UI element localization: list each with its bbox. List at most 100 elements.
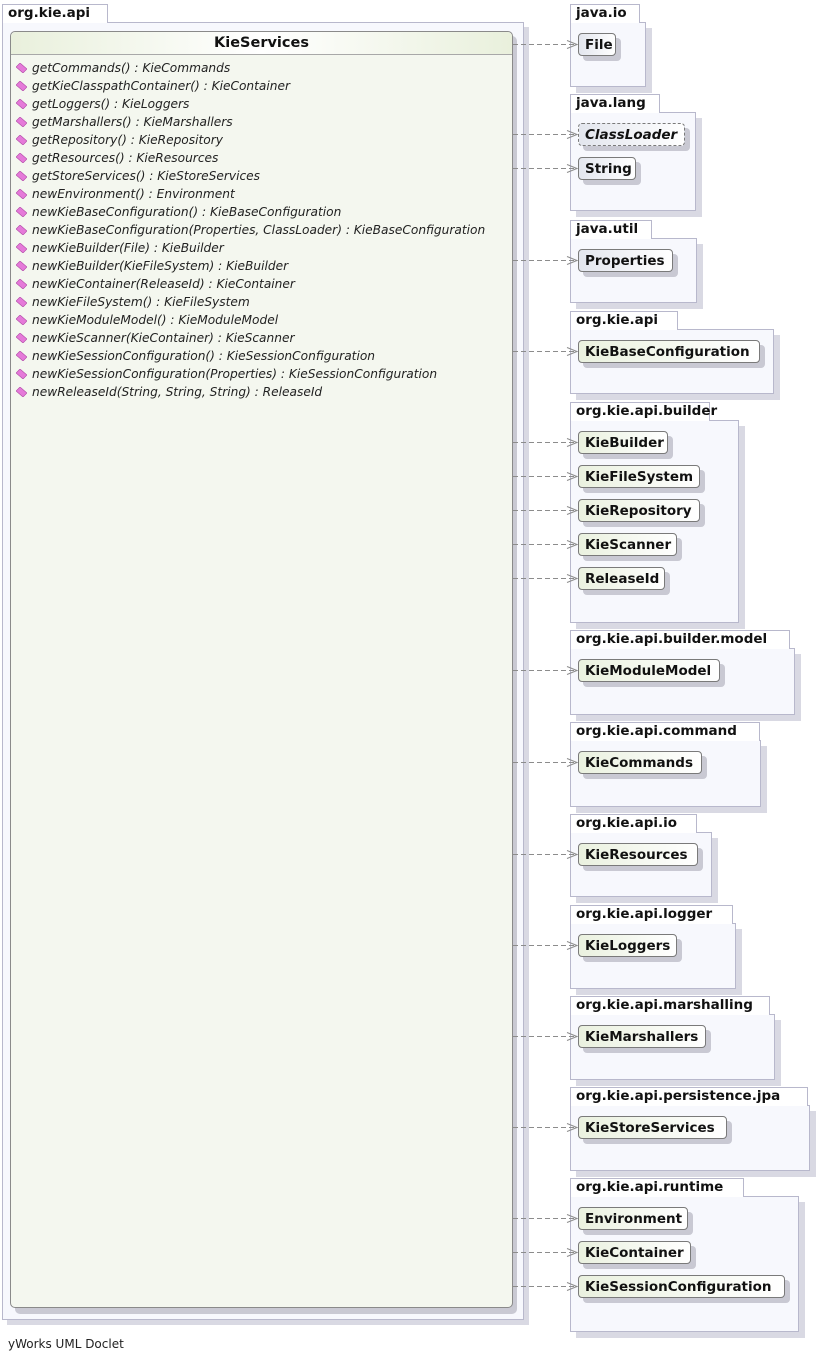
footer-text: yWorks UML Doclet	[8, 1337, 124, 1351]
method-item: newKieFileSystem() : KieFileSystem	[11, 293, 512, 311]
method-signature: getStoreServices() : KieStoreServices	[32, 169, 260, 183]
class-environment[interactable]: Environment	[578, 1207, 688, 1230]
package-name: java.io	[570, 4, 640, 23]
arrowhead-icon	[566, 1123, 579, 1132]
method-signature: newKieSessionConfiguration(Properties) :…	[32, 367, 438, 381]
method-item: getCommands() : KieCommands	[11, 59, 512, 77]
class-kiescanner[interactable]: KieScanner	[578, 533, 677, 556]
method-icon	[16, 153, 27, 163]
package-name: org.kie.api.builder.model	[570, 630, 790, 649]
method-icon	[16, 243, 27, 253]
method-icon	[16, 369, 27, 379]
method-signature: getRepository() : KieRepository	[32, 133, 223, 147]
class-kiefilesystem[interactable]: KieFileSystem	[578, 465, 700, 488]
method-signature: newKieBaseConfiguration(Properties, Clas…	[32, 223, 486, 237]
method-signature: newKieBuilder(KieFileSystem) : KieBuilde…	[32, 259, 289, 273]
method-icon	[16, 279, 27, 289]
class-kiemodulemodel[interactable]: KieModuleModel	[578, 659, 720, 682]
method-signature: newEnvironment() : Environment	[32, 187, 235, 201]
method-icon	[16, 297, 27, 307]
method-item: newKieBuilder(KieFileSystem) : KieBuilde…	[11, 257, 512, 275]
method-item: newEnvironment() : Environment	[11, 185, 512, 203]
arrowhead-icon	[566, 941, 579, 950]
arrowhead-icon	[566, 1248, 579, 1257]
method-icon	[16, 261, 27, 271]
package-name: org.kie.api.io	[570, 814, 697, 833]
arrowhead-icon	[566, 347, 579, 356]
class-kiebaseconfiguration[interactable]: KieBaseConfiguration	[578, 340, 760, 363]
method-signature: getMarshallers() : KieMarshallers	[32, 115, 233, 129]
arrowhead-icon	[566, 40, 579, 49]
arrowhead-icon	[566, 256, 579, 265]
arrowhead-icon	[566, 506, 579, 515]
method-item: getLoggers() : KieLoggers	[11, 95, 512, 113]
arrowhead-icon	[566, 666, 579, 675]
method-icon	[16, 387, 27, 397]
package-name: org.kie.api	[570, 311, 678, 330]
class-kiecommands[interactable]: KieCommands	[578, 751, 702, 774]
method-signature: newKieFileSystem() : KieFileSystem	[32, 295, 250, 309]
class-classloader[interactable]: ClassLoader	[578, 123, 685, 146]
class-kieloggers[interactable]: KieLoggers	[578, 934, 677, 957]
method-item: newKieScanner(KieContainer) : KieScanner	[11, 329, 512, 347]
class-kieresources[interactable]: KieResources	[578, 843, 698, 866]
class-kiesessionconfiguration[interactable]: KieSessionConfiguration	[578, 1275, 785, 1298]
method-item: getRepository() : KieRepository	[11, 131, 512, 149]
package-name: org.kie.api.persistence.jpa	[570, 1087, 808, 1106]
class-kierepository[interactable]: KieRepository	[578, 499, 700, 522]
class-kiemarshallers[interactable]: KieMarshallers	[578, 1025, 706, 1048]
class-properties[interactable]: Properties	[578, 249, 673, 272]
method-item: newKieModuleModel() : KieModuleModel	[11, 311, 512, 329]
main-package-name: org.kie.api	[2, 4, 108, 23]
method-item: newKieSessionConfiguration(Properties) :…	[11, 365, 512, 383]
method-icon	[16, 81, 27, 91]
method-signature: getKieClasspathContainer() : KieContaine…	[32, 79, 291, 93]
method-icon	[16, 171, 27, 181]
class-kiebuilder[interactable]: KieBuilder	[578, 431, 668, 454]
class-releaseid[interactable]: ReleaseId	[578, 567, 665, 590]
method-icon	[16, 315, 27, 325]
method-signature: newKieModuleModel() : KieModuleModel	[32, 313, 279, 327]
class-name: KieServices	[11, 32, 512, 55]
arrowhead-icon	[566, 850, 579, 859]
arrowhead-icon	[566, 1282, 579, 1291]
package-name: org.kie.api.logger	[570, 905, 733, 924]
method-item: getStoreServices() : KieStoreServices	[11, 167, 512, 185]
method-item: getResources() : KieResources	[11, 149, 512, 167]
class-kieservices[interactable]: KieServices getCommands() : KieCommands g…	[10, 31, 513, 1308]
method-item: getKieClasspathContainer() : KieContaine…	[11, 77, 512, 95]
method-signature: getLoggers() : KieLoggers	[32, 97, 190, 111]
method-item: newReleaseId(String, String, String) : R…	[11, 383, 512, 401]
class-string[interactable]: String	[578, 157, 636, 180]
method-signature: newReleaseId(String, String, String) : R…	[32, 385, 323, 399]
method-icon	[16, 63, 27, 73]
method-item: newKieBuilder(File) : KieBuilder	[11, 239, 512, 257]
method-signature: getCommands() : KieCommands	[32, 61, 231, 75]
arrowhead-icon	[566, 438, 579, 447]
package-name: org.kie.api.builder	[570, 402, 717, 421]
class-kiecontainer[interactable]: KieContainer	[578, 1241, 691, 1264]
arrowhead-icon	[566, 1032, 579, 1041]
method-item: newKieContainer(ReleaseId) : KieContaine…	[11, 275, 512, 293]
method-icon	[16, 117, 27, 127]
method-icon	[16, 225, 27, 235]
arrowhead-icon	[566, 758, 579, 767]
class-file[interactable]: File	[578, 33, 616, 56]
method-signature: newKieSessionConfiguration() : KieSessio…	[32, 349, 376, 363]
method-icon	[16, 189, 27, 199]
method-icon	[16, 351, 27, 361]
package-name: org.kie.api.command	[570, 722, 760, 741]
method-item: newKieBaseConfiguration() : KieBaseConfi…	[11, 203, 512, 221]
method-signature: newKieScanner(KieContainer) : KieScanner	[32, 331, 295, 345]
method-signature: getResources() : KieResources	[32, 151, 219, 165]
package-name: java.lang	[570, 94, 660, 113]
package-name: org.kie.api.runtime	[570, 1178, 744, 1197]
arrowhead-icon	[566, 164, 579, 173]
class-kiestoreservices[interactable]: KieStoreServices	[578, 1116, 727, 1139]
method-icon	[16, 207, 27, 217]
method-signature: newKieBuilder(File) : KieBuilder	[32, 241, 224, 255]
arrowhead-icon	[566, 540, 579, 549]
package-name: java.util	[570, 220, 652, 239]
arrowhead-icon	[566, 472, 579, 481]
